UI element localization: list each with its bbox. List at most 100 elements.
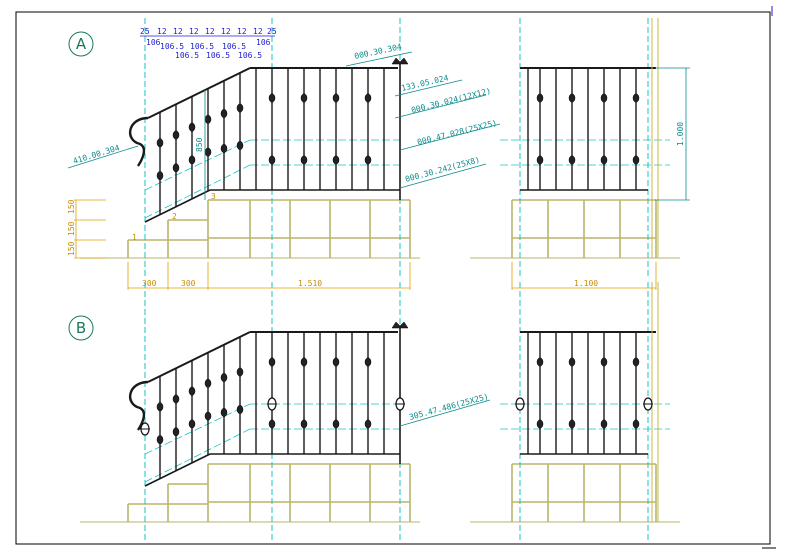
- level-knot-b-1: [268, 419, 276, 429]
- spacing-dim-4: 106.5: [222, 42, 246, 51]
- guide-incline-1: [144, 403, 251, 455]
- left-dims: 150 150 150: [67, 199, 106, 259]
- spacing-dim-1: 106: [256, 38, 271, 47]
- incline-knot-b-3: [204, 147, 212, 157]
- level-knot-a-3: [300, 357, 308, 367]
- incline-knot-a-5: [236, 103, 244, 113]
- incline-knot-b-4: [220, 144, 228, 153]
- handrail-incline: [147, 331, 251, 383]
- incline-knot-a-1: [172, 130, 180, 140]
- spacing-dim-3: 106.5: [190, 42, 214, 51]
- finial: [391, 57, 409, 65]
- step-mark-1: 1: [132, 233, 137, 242]
- spacing-dim-5: 106.5: [175, 51, 199, 60]
- level-knot-b-5: [332, 419, 340, 429]
- top-dim-8: 25: [267, 27, 277, 36]
- view-b-front-elevation: [80, 282, 420, 540]
- side-knot-a-3: [568, 93, 576, 103]
- side-knot-b-3: [568, 155, 576, 165]
- left-dim-1: 150: [67, 221, 76, 236]
- bottom-dim-2: 1.510: [298, 279, 322, 288]
- bottom-dim-0: 300: [142, 279, 157, 288]
- side-knot-b-1: [536, 155, 544, 165]
- level-knot-a-7: [364, 357, 372, 367]
- side-bottom-dim: 1.100: [574, 279, 598, 288]
- view-a-marker: [68, 31, 94, 57]
- drawing-frame: [15, 11, 771, 545]
- level-knot-a-5: [332, 357, 340, 367]
- incline-knot-b-5: [236, 141, 244, 150]
- side-knot-a-5: [600, 357, 608, 367]
- spacing-dim-0: 106: [146, 38, 161, 47]
- side-knot-b-1: [536, 419, 544, 429]
- side-knot-b-7: [632, 155, 640, 165]
- side-knot-b-3: [568, 419, 576, 429]
- view-a-side-elevation: [470, 18, 680, 276]
- level-knot-b-5: [332, 155, 340, 165]
- bottom-rail-incline: [144, 453, 211, 487]
- view-a-front-elevation: [80, 18, 420, 276]
- side-knot-b-7: [632, 419, 640, 429]
- incline-knot-b-0: [156, 435, 164, 445]
- side-knot-a-1: [536, 93, 544, 103]
- incline-knot-b-2: [188, 419, 196, 429]
- callout-knot: 000.47.028(25X25): [416, 118, 498, 147]
- incline-knot-a-5: [236, 367, 244, 377]
- callout-baluster: 000.30.024(12X12): [410, 86, 492, 115]
- spacing-dim-6: 106.5: [206, 51, 230, 60]
- spacing-dim-7: 106.5: [238, 51, 262, 60]
- level-knot-a-7: [364, 93, 372, 103]
- top-dim-2: 12: [173, 27, 183, 36]
- incline-knot-a-2: [188, 386, 196, 396]
- level-knot-a-3: [300, 93, 308, 103]
- step-mark-2: 2: [172, 212, 177, 221]
- top-dim-5: 12: [221, 27, 231, 36]
- top-dim-3: 12: [189, 27, 199, 36]
- top-dims: 25 12 12 12 12 12 12 12 25 106 106 106.5…: [140, 27, 277, 60]
- side-knot-a-3: [568, 357, 576, 367]
- step-mark-3: 3: [211, 192, 216, 201]
- bottom-dim-1: 300: [181, 279, 196, 288]
- volute-scroll: [129, 116, 149, 167]
- top-dim-4: 12: [205, 27, 215, 36]
- level-knot-a-1: [268, 357, 276, 367]
- side-height-dim: 1.000: [655, 67, 690, 201]
- incline-knot-a-4: [220, 109, 228, 118]
- callouts-b: 305.47.486(25X25): [399, 392, 491, 427]
- level-knot-b-1: [268, 155, 276, 165]
- incline-knot-b-5: [236, 405, 244, 414]
- level-knot-b-7: [364, 419, 372, 429]
- incline-knot-a-0: [156, 138, 164, 148]
- side-knot-a-1: [536, 357, 544, 367]
- level-knot-b-3: [300, 419, 308, 429]
- level-knot-b-3: [300, 155, 308, 165]
- guide-incline-2: [144, 164, 251, 219]
- view-b-marker: [68, 315, 94, 341]
- callout-post: 305.47.486(25X25): [408, 392, 489, 422]
- view-b-label: B: [76, 319, 86, 337]
- top-dim-6: 12: [237, 27, 247, 36]
- callout-bottom-rail: 000.30.242(25X8): [404, 155, 481, 184]
- finial: [391, 321, 409, 329]
- incline-knot-a-3: [204, 114, 212, 124]
- side-knot-b-5: [600, 419, 608, 429]
- left-dim-0: 150: [67, 199, 76, 214]
- level-knot-a-5: [332, 93, 340, 103]
- side-knot-a-5: [600, 93, 608, 103]
- callout-volute: 410.00.304: [72, 143, 121, 166]
- volute-scroll: [129, 380, 149, 431]
- incline-knot-b-0: [156, 171, 164, 181]
- left-dim-2: 150: [67, 241, 76, 256]
- dim-850-label: 850: [195, 137, 204, 152]
- top-dim-0: 25: [140, 27, 150, 36]
- handrail-incline: [147, 67, 251, 119]
- bottom-rail-incline: [144, 189, 211, 223]
- level-knot-b-7: [364, 155, 372, 165]
- incline-knot-b-2: [188, 155, 196, 165]
- side-height-label: 1.000: [676, 122, 685, 146]
- incline-knot-b-4: [220, 408, 228, 417]
- callouts-a: 000.30.304 133.05.024 000.30.024(12X12) …: [67, 42, 501, 189]
- incline-knot-a-0: [156, 402, 164, 412]
- incline-knot-b-1: [172, 163, 180, 173]
